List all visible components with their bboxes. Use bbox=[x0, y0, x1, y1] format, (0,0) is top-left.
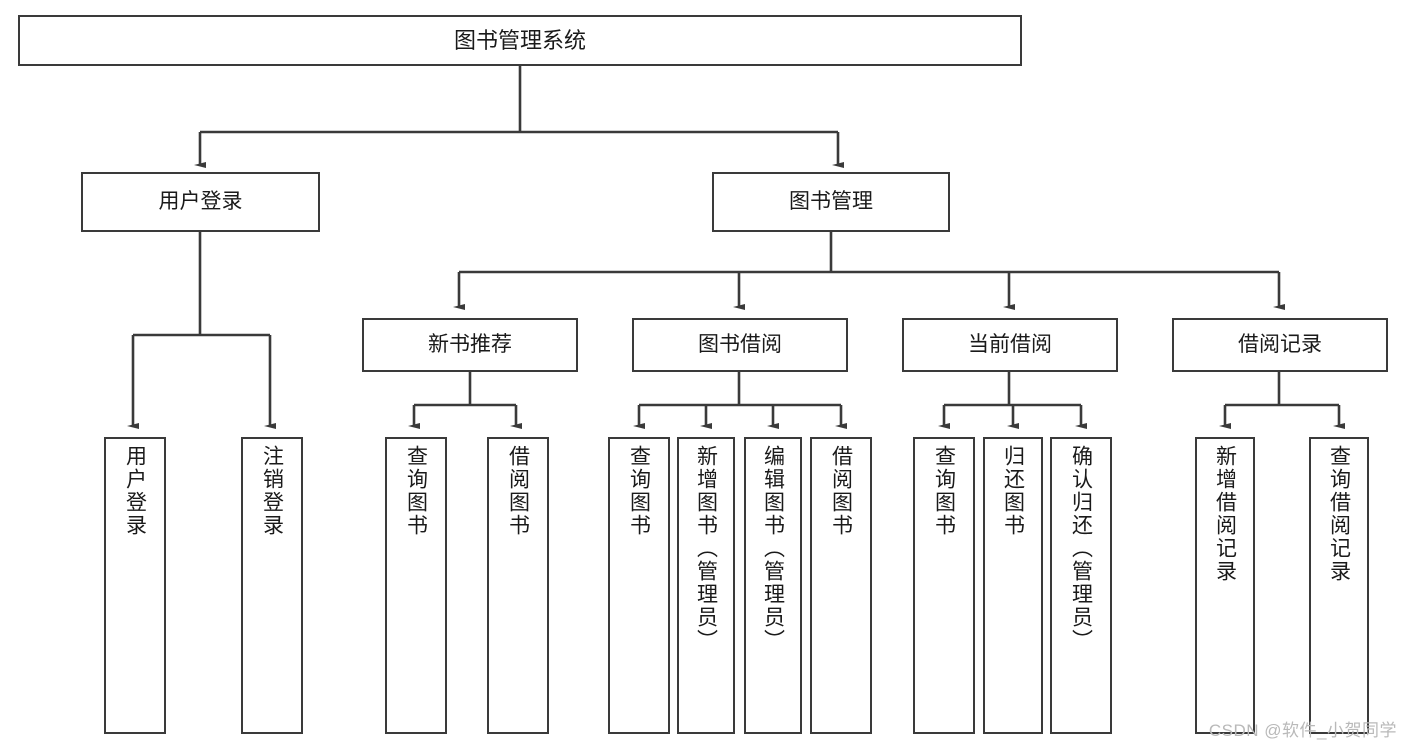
leaf-borrow-book[interactable]: 借阅图书 bbox=[810, 437, 872, 734]
node-borrow-record[interactable]: 借阅记录 bbox=[1172, 318, 1388, 372]
node-label: 借阅图书 bbox=[506, 445, 530, 537]
leaf-query-borrow-record[interactable]: 查询借阅记录 bbox=[1309, 437, 1369, 734]
node-label: 图书管理系统 bbox=[453, 27, 586, 53]
node-label: 编辑图书（管理员） bbox=[761, 445, 785, 652]
node-label: 新增图书（管理员） bbox=[694, 445, 718, 652]
node-root-system[interactable]: 图书管理系统 bbox=[18, 15, 1022, 66]
leaf-edit-book[interactable]: 编辑图书（管理员） bbox=[744, 437, 802, 734]
node-label: 注销登录 bbox=[260, 445, 284, 537]
leaf-confirm-return[interactable]: 确认归还（管理员） bbox=[1050, 437, 1112, 734]
leaf-add-borrow-record[interactable]: 新增借阅记录 bbox=[1195, 437, 1255, 734]
node-label: 查询图书 bbox=[627, 445, 651, 537]
node-label: 查询图书 bbox=[404, 445, 428, 537]
node-label: 查询借阅记录 bbox=[1327, 445, 1351, 583]
node-new-book-recommendation[interactable]: 新书推荐 bbox=[362, 318, 578, 372]
leaf-add-book[interactable]: 新增图书（管理员） bbox=[677, 437, 735, 734]
leaf-query-book-borrow[interactable]: 查询图书 bbox=[608, 437, 670, 734]
node-label: 借阅记录 bbox=[1238, 332, 1322, 356]
node-current-borrow[interactable]: 当前借阅 bbox=[902, 318, 1118, 372]
node-label: 新书推荐 bbox=[428, 332, 512, 356]
node-user-login[interactable]: 用户登录 bbox=[81, 172, 320, 232]
leaf-return-book[interactable]: 归还图书 bbox=[983, 437, 1043, 734]
node-book-manage[interactable]: 图书管理 bbox=[712, 172, 950, 232]
leaf-user-login[interactable]: 用户登录 bbox=[104, 437, 166, 734]
node-label: 归还图书 bbox=[1001, 445, 1025, 537]
node-label: 用户登录 bbox=[158, 189, 243, 213]
node-book-borrow[interactable]: 图书借阅 bbox=[632, 318, 848, 372]
leaf-borrow-book-recommend[interactable]: 借阅图书 bbox=[487, 437, 549, 734]
node-label: 图书借阅 bbox=[698, 332, 782, 356]
node-label: 用户登录 bbox=[123, 445, 147, 537]
leaf-query-book-current[interactable]: 查询图书 bbox=[913, 437, 975, 734]
node-label: 新增借阅记录 bbox=[1213, 445, 1237, 583]
leaf-logout[interactable]: 注销登录 bbox=[241, 437, 303, 734]
csdn-watermark: CSDN @软件_小贺同学 bbox=[1208, 721, 1397, 740]
node-label: 图书管理 bbox=[789, 189, 873, 213]
node-label: 当前借阅 bbox=[968, 332, 1052, 356]
node-label: 确认归还（管理员） bbox=[1069, 445, 1093, 652]
leaf-query-book-recommend[interactable]: 查询图书 bbox=[385, 437, 447, 734]
node-label: 查询图书 bbox=[932, 445, 956, 537]
node-label: 借阅图书 bbox=[829, 445, 853, 537]
